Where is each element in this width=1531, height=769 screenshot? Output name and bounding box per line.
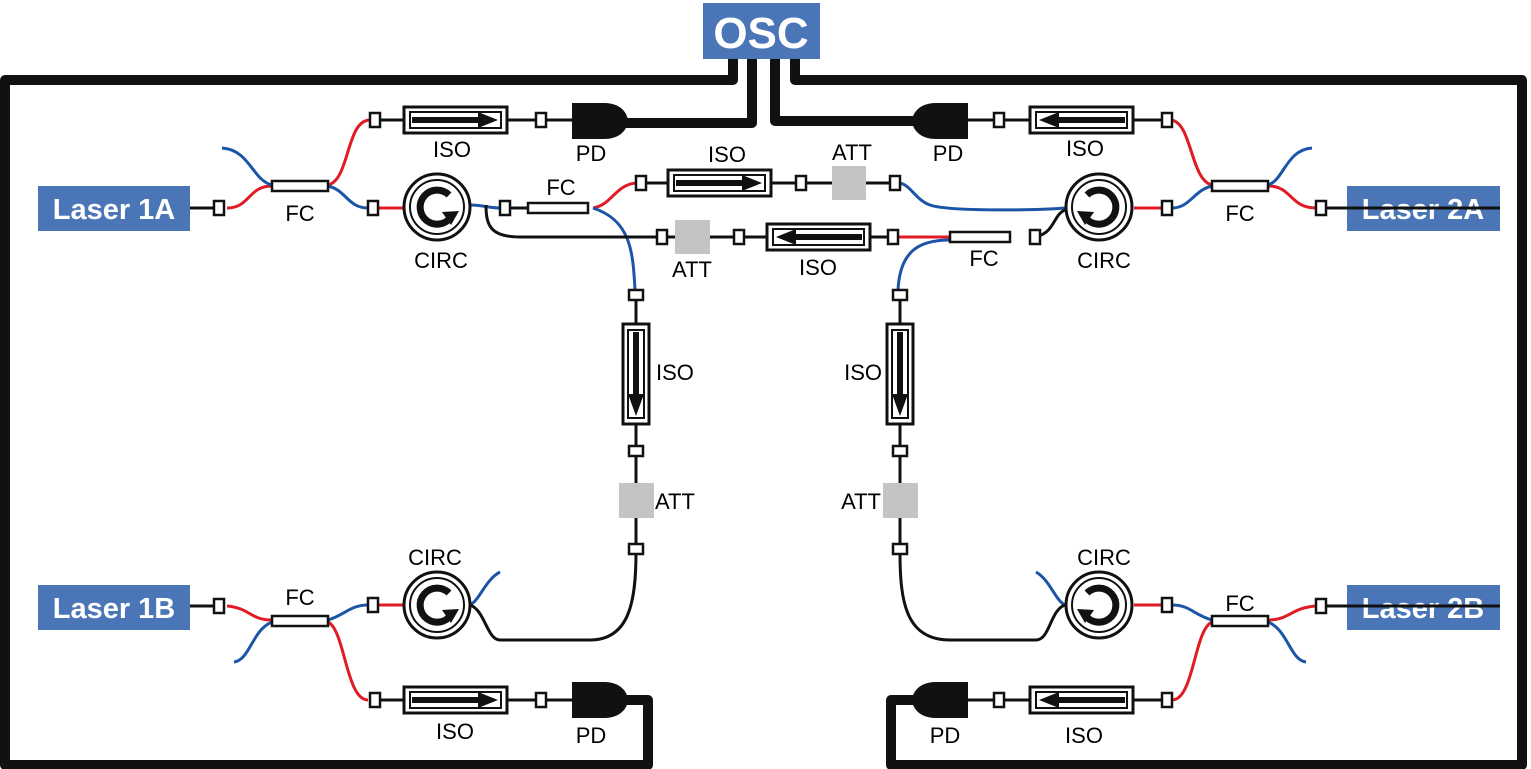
connector-icon bbox=[1160, 111, 1174, 129]
connector-icon bbox=[366, 596, 380, 614]
laser-1b: Laser 1B bbox=[38, 585, 190, 630]
connector-icon bbox=[992, 111, 1006, 129]
connector-icon bbox=[534, 691, 548, 709]
fc-label: FC bbox=[969, 246, 998, 271]
fc-label: FC bbox=[1225, 201, 1254, 226]
pd-label: PD bbox=[930, 723, 961, 748]
connectors bbox=[212, 111, 1328, 709]
connector-icon bbox=[1160, 596, 1174, 614]
fc-center-right bbox=[948, 230, 1012, 244]
laser-2b-label: Laser 2B bbox=[1362, 593, 1485, 625]
laser-1b-label: Laser 1B bbox=[53, 593, 176, 625]
circ-label: CIRC bbox=[1077, 545, 1131, 570]
photodetector-icon bbox=[912, 682, 968, 718]
laser-2a-label: Laser 2A bbox=[1362, 194, 1485, 226]
connector-icon bbox=[627, 288, 645, 302]
fc-1b bbox=[270, 614, 330, 628]
att-label: ATT bbox=[655, 489, 695, 514]
isolator-arrow-icon bbox=[402, 105, 509, 135]
fc-label: FC bbox=[546, 175, 575, 200]
component-labels: ISO ISO ISO ISO ISO ISO ISO ISO PD PD PD… bbox=[285, 136, 1254, 748]
connector-icon bbox=[1314, 199, 1328, 217]
connector-icon bbox=[627, 444, 645, 458]
fc-1a bbox=[270, 179, 330, 193]
connector-icon bbox=[498, 199, 512, 217]
osc-label: OSC bbox=[713, 9, 808, 58]
osc-box: OSC bbox=[703, 3, 820, 59]
circulator-icon bbox=[1066, 174, 1132, 240]
connector-icon bbox=[1028, 228, 1042, 246]
circ-label: CIRC bbox=[408, 545, 462, 570]
att-label: ATT bbox=[832, 140, 872, 165]
circulator-icon bbox=[404, 174, 470, 240]
connector-icon bbox=[888, 174, 902, 192]
attenuator-icon bbox=[675, 220, 710, 254]
isolator-arrow-icon bbox=[1028, 105, 1135, 135]
connector-icon bbox=[732, 228, 746, 246]
iso-label: ISO bbox=[844, 360, 882, 385]
connector-icon bbox=[886, 228, 900, 246]
circulator-icon bbox=[404, 572, 470, 638]
connector-icon bbox=[891, 542, 909, 556]
isolators bbox=[402, 105, 1135, 715]
iso-label: ISO bbox=[1065, 723, 1103, 748]
iso-label: ISO bbox=[433, 137, 471, 162]
fc-label: FC bbox=[285, 201, 314, 226]
connector-icon bbox=[366, 199, 380, 217]
fc-2b bbox=[1210, 614, 1270, 628]
circulator-icon bbox=[1066, 572, 1132, 638]
iso-label: ISO bbox=[436, 719, 474, 744]
pd-label: PD bbox=[576, 141, 607, 166]
photodetector-icon bbox=[912, 103, 968, 139]
attenuator-icon bbox=[832, 166, 866, 200]
fiber-couplers bbox=[270, 179, 1270, 628]
fc-2a bbox=[1210, 179, 1270, 193]
isolator-arrow-icon bbox=[765, 222, 872, 252]
pd-label: PD bbox=[933, 141, 964, 166]
att-label: ATT bbox=[672, 257, 712, 282]
connector-icon bbox=[368, 691, 382, 709]
attenuators bbox=[619, 166, 918, 518]
fc-label: FC bbox=[1225, 591, 1254, 616]
iso-label: ISO bbox=[708, 142, 746, 167]
connector-icon bbox=[891, 288, 909, 302]
fibers bbox=[190, 118, 1500, 702]
iso-label: ISO bbox=[799, 255, 837, 280]
connector-icon bbox=[212, 199, 226, 217]
fc-center-left bbox=[526, 201, 590, 215]
attenuator-icon bbox=[619, 483, 654, 518]
connector-icon bbox=[992, 691, 1006, 709]
iso-label: ISO bbox=[1066, 136, 1104, 161]
connector-icon bbox=[1160, 691, 1174, 709]
laser-1a: Laser 1A bbox=[38, 186, 190, 231]
isolator-arrow-icon bbox=[885, 322, 915, 426]
connector-icon bbox=[891, 444, 909, 458]
connector-icon bbox=[534, 111, 548, 129]
connector-icon bbox=[1160, 199, 1174, 217]
fc-label: FC bbox=[285, 585, 314, 610]
attenuator-icon bbox=[883, 483, 918, 518]
att-label: ATT bbox=[841, 489, 881, 514]
connector-icon bbox=[212, 597, 226, 615]
connector-icon bbox=[634, 174, 648, 192]
connector-icon bbox=[655, 228, 669, 246]
connector-icon bbox=[368, 111, 382, 129]
photodetector-icon bbox=[572, 103, 628, 139]
isolator-arrow-icon bbox=[1028, 685, 1135, 715]
pd-label: PD bbox=[576, 723, 607, 748]
iso-label: ISO bbox=[656, 360, 694, 385]
isolator-arrow-icon bbox=[666, 168, 773, 198]
circ-label: CIRC bbox=[414, 248, 468, 273]
photodetector-icon bbox=[572, 682, 628, 718]
isolator-arrow-icon bbox=[621, 322, 651, 426]
laser-1a-label: Laser 1A bbox=[53, 194, 176, 226]
isolator-arrow-icon bbox=[402, 685, 509, 715]
oscilloscope-cables bbox=[0, 58, 1527, 769]
circ-label: CIRC bbox=[1077, 248, 1131, 273]
connector-icon bbox=[1314, 597, 1328, 615]
connector-icon bbox=[794, 174, 808, 192]
connector-icon bbox=[627, 542, 645, 556]
